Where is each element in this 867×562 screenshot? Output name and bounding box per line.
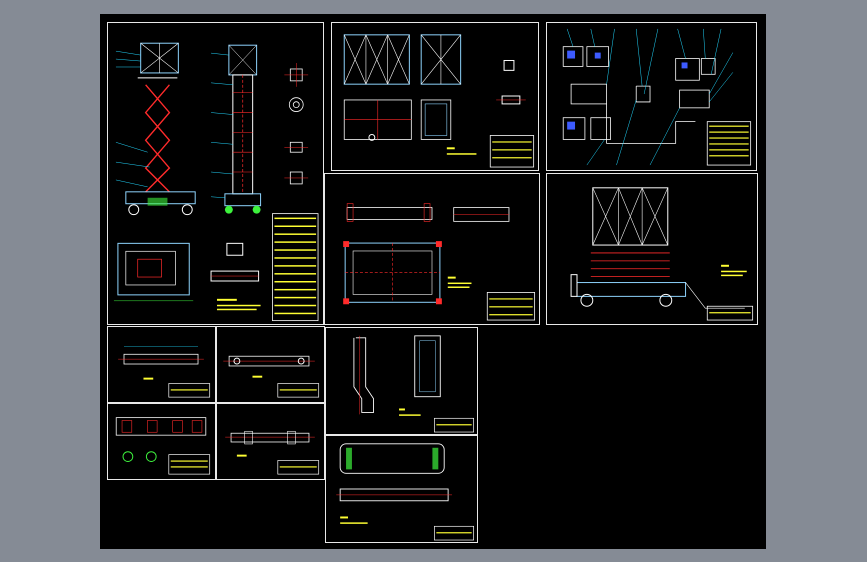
base-frame xyxy=(343,203,536,321)
arm-part-1-sheet[interactable] xyxy=(107,326,216,403)
bracket-part-sheet[interactable] xyxy=(325,327,478,435)
assembly-drawing-sheet[interactable] xyxy=(107,22,324,325)
arm-part-4-sheet[interactable] xyxy=(216,403,325,480)
arm-part-2 xyxy=(223,355,320,398)
arm-part-4 xyxy=(225,430,320,475)
lift-general-view xyxy=(570,187,754,321)
arm-part-2-sheet[interactable] xyxy=(216,326,325,403)
base-frame-sheet[interactable] xyxy=(324,173,540,325)
assembly-drawing xyxy=(113,42,319,322)
hydraulic-schematic xyxy=(562,28,752,166)
guardrail-part xyxy=(336,443,474,541)
arm-part-3-sheet[interactable] xyxy=(107,403,216,480)
drawing-canvas[interactable] xyxy=(100,14,766,549)
platform-parts xyxy=(343,34,535,168)
bracket-part xyxy=(353,335,474,433)
guardrail-part-sheet[interactable] xyxy=(325,435,478,543)
platform-parts-sheet[interactable] xyxy=(331,22,539,171)
arm-part-3 xyxy=(115,417,211,475)
hydraulic-schematic-sheet[interactable] xyxy=(546,22,757,171)
arm-part-1 xyxy=(118,346,211,398)
lift-general-view-sheet[interactable] xyxy=(546,173,758,325)
